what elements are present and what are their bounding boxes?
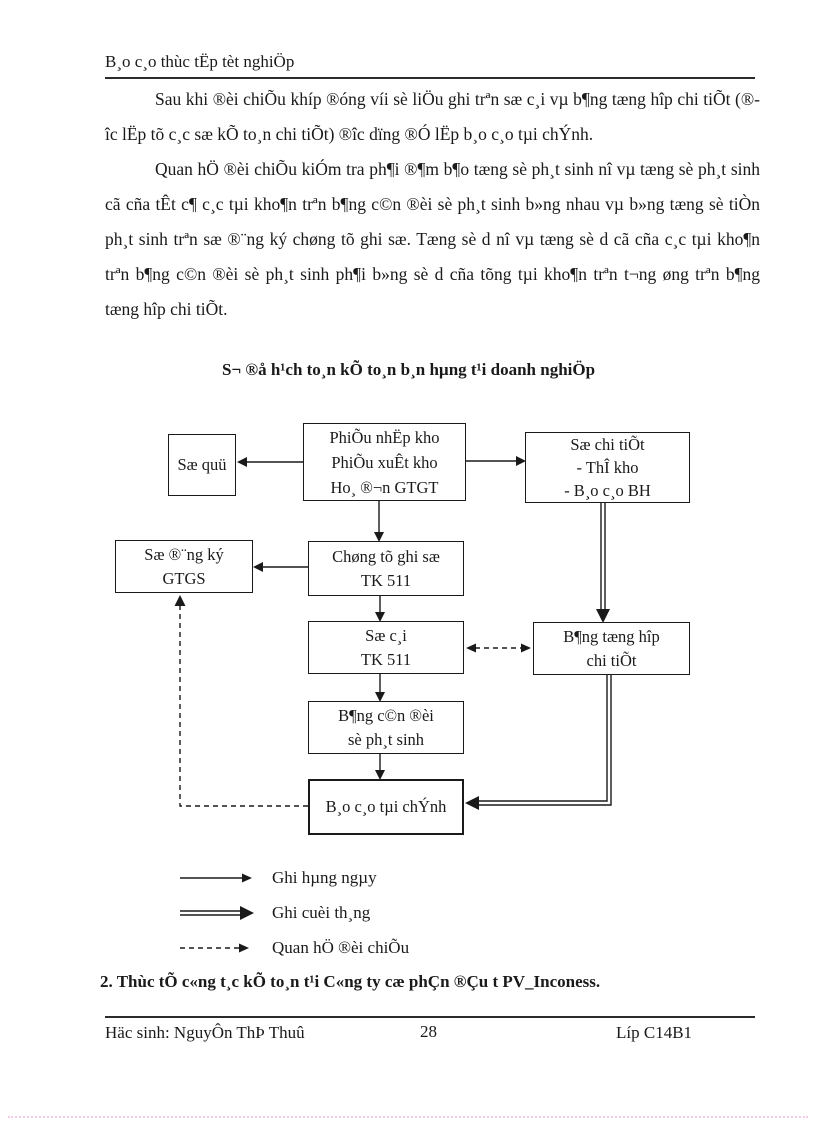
body-text: Sau khi ®èi chiÕu khíp ®óng víi sè liÖu …	[105, 82, 760, 327]
box-line: Sæ c¸i	[365, 625, 407, 645]
box-line: Chøng tõ ghi sæ	[332, 546, 440, 566]
diagram-title: S¬ ®å h¹ch to¸n kÕ to¸n b¸n hµng t¹i doa…	[222, 360, 596, 379]
box-line: PhiÕu nhËp kho	[329, 427, 440, 447]
dashed-arrow-so-cai-bang-tong-hop	[466, 643, 531, 653]
legend-label-daily: Ghi hµng ngµy	[272, 868, 377, 887]
arrow-chung-tu-to-gtgs	[253, 562, 308, 572]
footer-rule	[105, 1016, 755, 1018]
flow-box-so-quy: Sæ quü	[168, 434, 236, 496]
box-line: GTGS	[162, 568, 206, 588]
flow-box-so-cai: Sæ c¸i TK 511	[308, 621, 464, 674]
bottom-dotted-line	[8, 1116, 808, 1118]
box-line: - B¸o c¸o BH	[564, 481, 651, 500]
paragraph-1: Sau khi ®èi chiÕu khíp ®óng víi sè liÖu …	[105, 89, 760, 144]
flow-box-so-chi-tiet: Sæ chi tiÕt - ThÎ kho - B¸o c¸o BH	[525, 432, 690, 503]
box-line: B¶ng c©n ®èi	[338, 705, 434, 725]
box-line: Sæ quü	[177, 455, 227, 474]
box-line: Ho¸ ®¬n GTGT	[330, 477, 439, 497]
dashed-arrow-bao-cao-to-gtgs	[174, 595, 308, 807]
footer-page-number: 28	[420, 1022, 437, 1041]
footer-class: Líp C14B1	[616, 1023, 693, 1042]
arrow-bang-can-doi-to-bao-cao	[375, 754, 385, 780]
section-heading: 2. Thùc tÕ c«ng t¸c kÕ to¸n t¹i C«ng ty …	[100, 972, 601, 991]
flow-box-bang-tong-hop: B¶ng tæng hîp chi tiÕt	[533, 622, 690, 675]
legend-label-end-of-month: Ghi cuèi th¸ng	[272, 903, 371, 922]
box-line: PhiÕu xuÊt kho	[331, 452, 438, 472]
flow-box-chung-tu-ghi-so: Chøng tõ ghi sæ TK 511	[308, 541, 464, 596]
box-line: sè ph¸t sinh	[347, 729, 425, 749]
box-line: - ThÎ kho	[576, 458, 639, 477]
arrow-phieu-to-so-quy	[237, 457, 303, 467]
flow-box-so-dang-ky-gtgs: Sæ ®¨ng ký GTGS	[115, 540, 253, 593]
box-line: Sæ ®¨ng ký	[144, 544, 224, 564]
double-arrow-so-chi-tiet-to-bang-tong-hop	[596, 503, 610, 623]
flow-box-bang-can-doi: B¶ng c©n ®èi sè ph¸t sinh	[308, 701, 464, 754]
legend-label-reconciliation: Quan hÖ ®èi chiÕu	[272, 938, 410, 957]
flow-box-phieu-chung-tu: PhiÕu nhËp kho PhiÕu xuÊt kho Ho¸ ®¬n GT…	[303, 423, 466, 501]
page-header-title: B¸o c¸o thùc tËp tèt nghiÖp	[105, 52, 295, 71]
paragraph-2: Quan hÖ ®èi chiÕu kiÓm tra ph¶i ®¶m b¶o …	[105, 159, 760, 319]
box-line: Sæ chi tiÕt	[570, 435, 645, 454]
box-line: TK 511	[360, 570, 412, 590]
box-line: TK 511	[360, 649, 412, 669]
arrow-chung-tu-to-so-cai	[375, 596, 385, 622]
flow-box-bao-cao-tai-chinh: B¸o c¸o tµi chÝnh	[308, 779, 464, 835]
footer-student-name: Häc sinh: NguyÔn ThÞ Thuû	[105, 1023, 305, 1042]
arrow-so-cai-to-bang-can-doi	[375, 674, 385, 702]
box-line: B¸o c¸o tµi chÝnh	[325, 797, 447, 816]
arrow-phieu-to-so-chi-tiet	[466, 456, 526, 466]
legend-double-arrow-icon	[180, 906, 254, 920]
header-rule	[105, 77, 755, 79]
box-line: B¶ng tæng hîp	[563, 626, 660, 646]
legend-solid-arrow-icon	[180, 873, 252, 883]
box-line: chi tiÕt	[586, 650, 637, 670]
legend-dashed-arrow-icon	[180, 943, 249, 953]
double-arrow-bang-tong-hop-to-bao-cao	[465, 675, 612, 810]
arrow-phieu-to-chung-tu	[374, 501, 384, 542]
